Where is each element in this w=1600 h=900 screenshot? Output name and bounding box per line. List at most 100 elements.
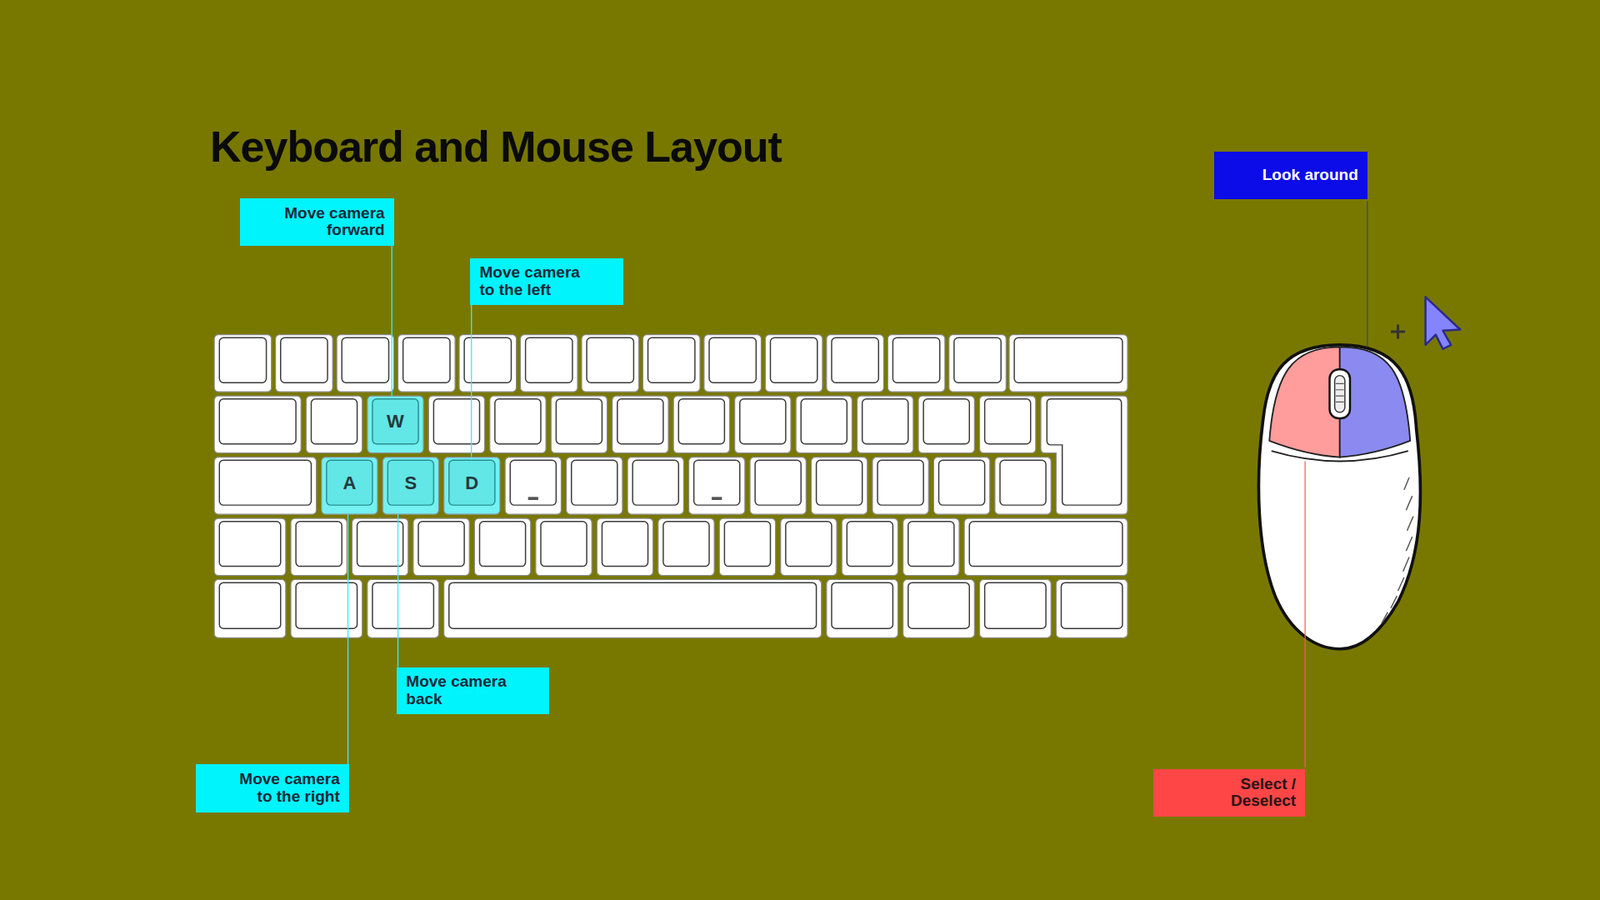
text-group: Move camera to the left — [479, 264, 595, 299]
key-cap — [846, 521, 893, 567]
key-shape — [826, 335, 885, 393]
key-cap — [770, 337, 817, 383]
key-shape — [351, 518, 408, 576]
key-bump — [528, 496, 539, 500]
leader-line — [397, 514, 399, 668]
keyboard — [214, 335, 1128, 639]
key-shape — [918, 395, 975, 454]
key-cap — [571, 460, 618, 505]
key-shape — [550, 395, 607, 454]
key-cap — [969, 521, 1123, 567]
key-shape — [1009, 335, 1128, 393]
key-shape — [321, 457, 378, 515]
key-shape — [995, 457, 1051, 515]
key-letter: A — [342, 474, 356, 493]
key-shape — [520, 335, 578, 393]
key-cap — [1014, 337, 1123, 383]
key-shape — [980, 580, 1052, 639]
key-cap — [219, 337, 266, 383]
key-cap — [632, 460, 679, 505]
key-shape — [750, 457, 806, 515]
key-shape — [444, 457, 500, 515]
leader-line — [1305, 460, 1306, 767]
key-shape — [382, 457, 439, 515]
key-shape — [290, 518, 347, 576]
key-cap — [678, 399, 725, 445]
mouse-hatching — [1381, 477, 1414, 624]
enter-key-cap — [1046, 399, 1121, 505]
callout-box: Move camera back — [396, 667, 549, 715]
key-cap — [954, 337, 1001, 383]
leader-line — [347, 514, 349, 765]
key-cap — [540, 521, 587, 567]
key-cap — [219, 582, 280, 629]
key-letter: D — [465, 474, 479, 493]
key-shape — [214, 457, 316, 515]
callout-text: Look around — [1262, 166, 1359, 185]
text-group: Look around — [1262, 166, 1359, 185]
key-shape — [305, 395, 362, 454]
key-cap — [724, 521, 770, 567]
key-cap — [939, 460, 985, 505]
key-cap — [480, 521, 526, 567]
leader-line — [470, 305, 472, 457]
key-shape — [887, 335, 945, 393]
key-cap — [923, 399, 970, 445]
key-cap — [372, 399, 419, 445]
key-cap — [295, 521, 342, 567]
key-shape — [765, 335, 823, 393]
callout-text: Move camera to the right — [225, 770, 340, 805]
plus-symbol — [1390, 324, 1405, 339]
callout-box: Move camera forward — [240, 198, 395, 247]
key-shape — [658, 518, 715, 576]
key-shape — [857, 395, 914, 454]
key-cap — [831, 337, 879, 383]
key-cap — [586, 337, 634, 383]
key-shape — [566, 457, 623, 515]
key-shape — [214, 518, 286, 576]
callout-text: Move camera forward — [270, 205, 385, 240]
key-shape — [980, 395, 1036, 454]
key-shape — [780, 518, 837, 576]
key-cap — [433, 399, 480, 445]
key-cap — [280, 337, 328, 383]
key-label: W — [367, 395, 424, 454]
key-shape — [735, 395, 791, 454]
key-shape — [964, 518, 1128, 576]
key-shape — [1055, 580, 1128, 639]
key-cap — [418, 521, 465, 567]
key-shape — [596, 518, 653, 576]
key-cap — [908, 521, 955, 567]
key-cap — [985, 582, 1046, 629]
scroll-wheel — [1330, 369, 1350, 419]
key-shape — [214, 395, 301, 454]
key-shape — [689, 457, 745, 515]
key-bump — [711, 496, 722, 500]
callout-text: Move camera back — [405, 673, 521, 708]
key-shape — [642, 335, 700, 393]
key-letter: S — [405, 474, 418, 493]
key-shape — [474, 518, 530, 576]
key-cap — [495, 399, 541, 445]
key-cap — [740, 399, 786, 445]
key-shape — [795, 395, 852, 454]
key-shape — [612, 395, 669, 454]
callout-box: Move camera to the right — [195, 764, 350, 813]
mouse — [1258, 200, 1460, 768]
key-cap — [601, 521, 648, 567]
button-edge — [1271, 450, 1409, 461]
key-shape — [903, 580, 975, 639]
key-cap — [403, 337, 450, 383]
key-cap — [831, 582, 893, 629]
key-shape — [704, 335, 762, 393]
key-shape — [535, 518, 592, 576]
key-cap — [755, 460, 801, 505]
key-cap — [525, 337, 573, 383]
key-cap — [617, 399, 664, 445]
key-shape — [490, 395, 546, 454]
key-label: D — [444, 457, 500, 515]
callout-box: Move camera to the left — [470, 258, 624, 305]
text-group: S — [405, 474, 418, 493]
cursor-arrow — [1425, 296, 1461, 349]
